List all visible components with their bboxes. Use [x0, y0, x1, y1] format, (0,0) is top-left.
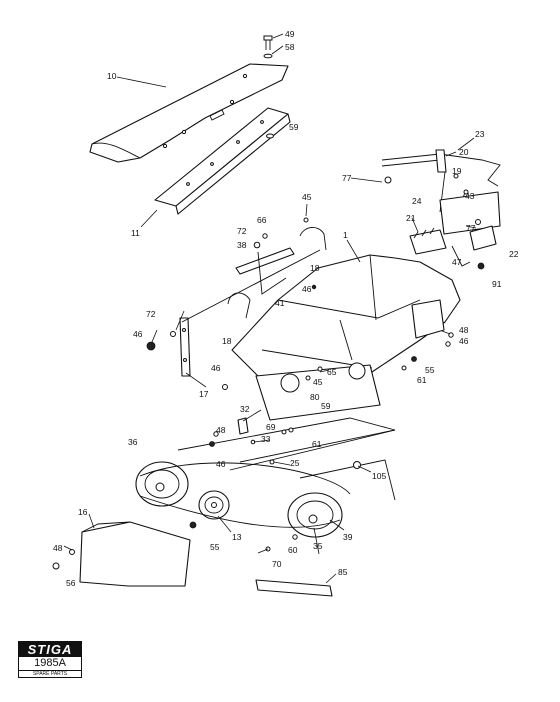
callout-23: 23: [475, 129, 485, 139]
callout-24: 24: [412, 196, 422, 206]
callout-labels: 49 58 10 59 23 20 77 19 43 24 11 45 21 7…: [53, 29, 519, 588]
leader-lines: [63, 33, 477, 584]
right-bracket-assembly: [409, 219, 497, 270]
callout-38: 38: [237, 240, 247, 250]
logo-brand: STIGA: [19, 642, 81, 657]
callout-10: 10: [107, 71, 117, 81]
hardware-fasteners: [52, 35, 454, 570]
callout-58: 58: [285, 42, 295, 52]
callout-48: 48: [216, 425, 226, 435]
mounting-rail: [154, 107, 291, 215]
callout-46: 46: [211, 363, 221, 373]
callout-59: 59: [321, 401, 331, 411]
callout-77: 77: [466, 223, 476, 233]
callout-61: 61: [312, 439, 322, 449]
callout-105: 105: [372, 471, 386, 481]
callout-20: 20: [459, 147, 469, 157]
callout-48: 48: [53, 543, 63, 553]
callout-72: 72: [146, 309, 156, 319]
callout-25: 25: [290, 458, 300, 468]
callout-32: 32: [240, 404, 250, 414]
callout-22: 22: [509, 249, 519, 259]
callout-36: 36: [128, 437, 138, 447]
lever-assembly: [179, 227, 327, 377]
callout-55: 55: [425, 365, 435, 375]
callout-35: 35: [313, 541, 323, 551]
callout-69: 69: [266, 422, 276, 432]
callout-1: 1: [343, 230, 348, 240]
callout-66: 66: [257, 215, 267, 225]
logo-subtitle: SPARE PARTS: [19, 670, 81, 678]
callout-17: 17: [199, 389, 209, 399]
callout-19: 19: [452, 166, 462, 176]
main-housing: [231, 254, 461, 381]
callout-45: 45: [302, 192, 312, 202]
callout-65: 65: [327, 367, 337, 377]
callout-18: 18: [222, 336, 232, 346]
callout-16: 16: [78, 507, 88, 517]
callout-77: 77: [342, 173, 352, 183]
callout-59: 59: [289, 122, 299, 132]
guard-plate: [79, 521, 191, 587]
stiga-logo: STIGA 1985A SPARE PARTS: [18, 641, 82, 678]
callout-43: 43: [465, 191, 475, 201]
callout-21: 21: [406, 213, 416, 223]
callout-60: 60: [288, 545, 298, 555]
callout-85: 85: [338, 567, 348, 577]
callout-45: 45: [313, 377, 323, 387]
callout-55: 55: [210, 542, 220, 552]
callout-56: 56: [66, 578, 76, 588]
callout-48: 48: [459, 325, 469, 335]
callout-61: 61: [417, 375, 427, 385]
callout-18: 18: [310, 263, 320, 273]
control-rod-assembly: [381, 149, 501, 235]
cover-plate: [89, 63, 289, 163]
callout-47: 47: [452, 257, 462, 267]
callout-49: 49: [285, 29, 295, 39]
callout-70: 70: [272, 559, 282, 569]
callout-46: 46: [302, 284, 312, 294]
callout-11: 11: [131, 228, 140, 238]
lower-frame: [177, 362, 396, 501]
callout-33: 33: [261, 434, 271, 444]
callout-46: 46: [459, 336, 469, 346]
callout-39: 39: [343, 532, 353, 542]
callout-41: 41: [275, 298, 285, 308]
callout-46: 46: [133, 329, 143, 339]
callout-46: 46: [216, 459, 226, 469]
callout-72: 72: [237, 226, 247, 236]
spacer-bar: [255, 579, 333, 597]
callout-13: 13: [232, 532, 242, 542]
pulley-assembly: [135, 461, 361, 538]
callout-91: 91: [492, 279, 502, 289]
logo-code: 1985A: [34, 657, 66, 669]
callout-80: 80: [310, 392, 320, 402]
